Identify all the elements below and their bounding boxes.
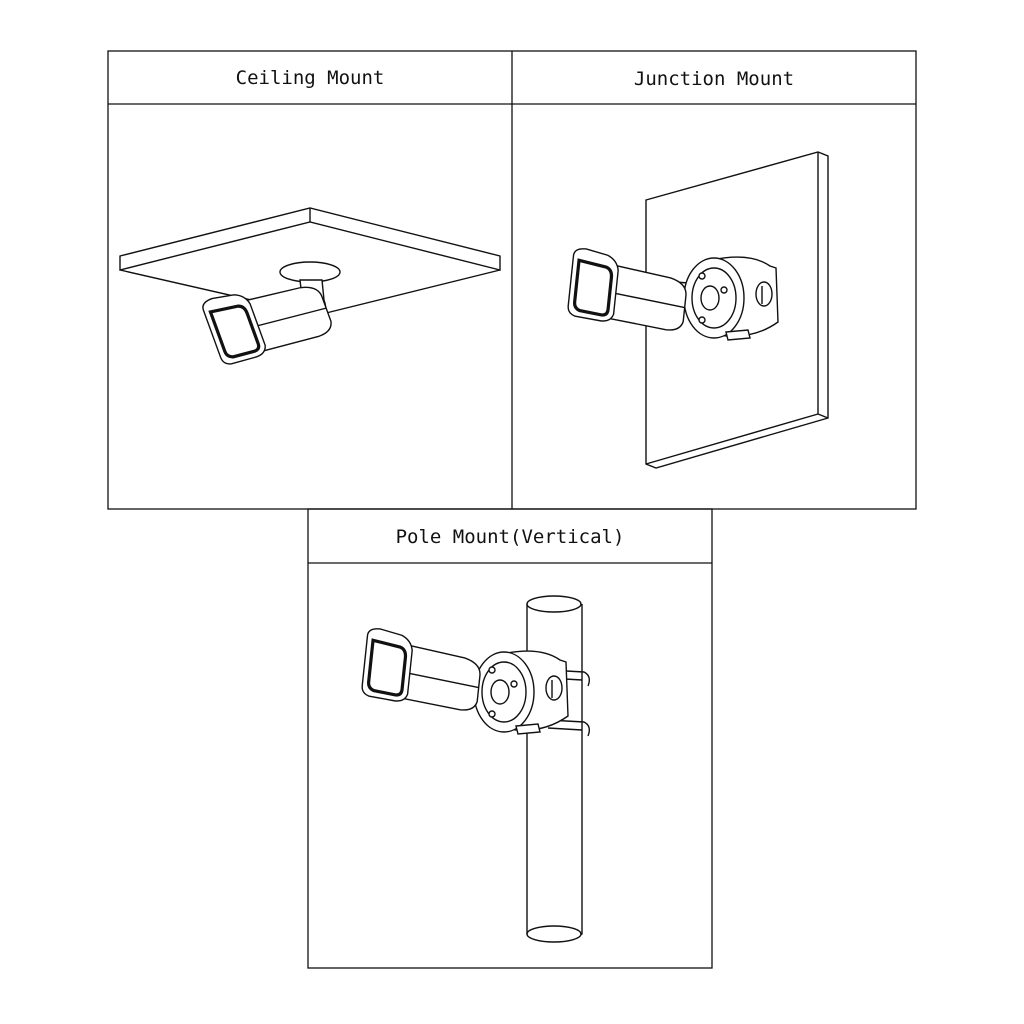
pole-mount-title: Pole Mount(Vertical) xyxy=(396,526,625,548)
pole-mount-illustration xyxy=(359,595,591,943)
ceiling-mount-title: Ceiling Mount xyxy=(236,67,385,89)
junction-mount-illustration xyxy=(565,151,829,469)
junction-mount-title: Junction Mount xyxy=(634,68,794,90)
bottom-frame xyxy=(307,508,713,969)
ceiling-mount-illustration xyxy=(119,207,501,372)
